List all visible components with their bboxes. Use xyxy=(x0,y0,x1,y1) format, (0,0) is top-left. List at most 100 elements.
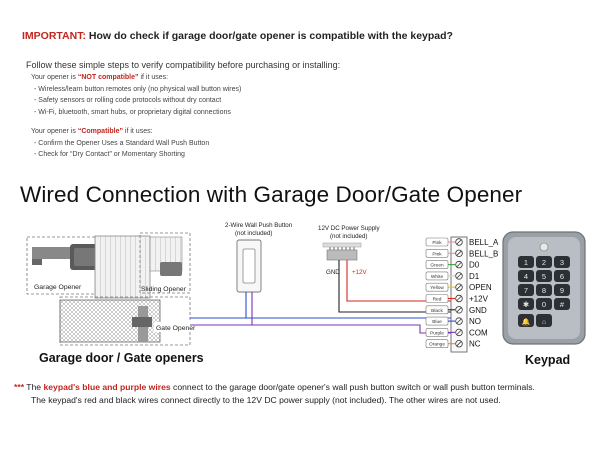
keypad-key[interactable] xyxy=(518,256,534,268)
garage-opener-icon xyxy=(32,244,100,270)
terminal-label: GND xyxy=(469,306,487,315)
keypad-key[interactable] xyxy=(554,270,570,282)
keypad-key[interactable] xyxy=(554,284,570,296)
terminal-label: OPEN xyxy=(469,283,492,292)
compatible-heading: Your opener is “Compatible” if it uses: xyxy=(31,128,153,135)
wall-button-label: 2-Wire Wall Push Button xyxy=(225,222,293,229)
compatibility-question: How do check if garage door/gate opener … xyxy=(88,30,453,42)
terminal-strip xyxy=(450,236,468,353)
keypad-key-label: ✱ xyxy=(523,300,529,309)
keypad-key-label: 6 xyxy=(560,272,564,281)
power-supply-icon xyxy=(322,242,362,261)
terminal-label: COM xyxy=(469,328,488,337)
keypad-key[interactable] xyxy=(518,284,534,296)
terminal-label: BELL_A xyxy=(469,238,499,247)
keypad-key-bell[interactable] xyxy=(518,314,534,327)
screw-slot xyxy=(456,284,462,290)
gate-opener-label: Gate Opener xyxy=(156,325,196,332)
garage-opener-label: Garage Opener xyxy=(34,284,82,291)
screw-slot xyxy=(456,330,462,335)
garage-opener-box xyxy=(26,236,138,295)
wall-button-note: (not included) xyxy=(235,230,273,237)
screw-slot xyxy=(456,296,462,301)
wire-red-to-psu xyxy=(346,260,455,302)
plus12-label: +12V xyxy=(352,269,367,276)
compatible-block: Your opener is “Compatible” if it uses: … xyxy=(31,126,209,161)
terminal-label: +12V xyxy=(469,295,489,304)
list-item: - Confirm the Opener Uses a Standard Wal… xyxy=(34,139,210,147)
not-compatible-heading: Your opener is “NOT compatible” if it us… xyxy=(31,74,169,81)
not-compatible-block: Your opener is “NOT compatible” if it us… xyxy=(31,72,241,118)
wire-blue-to-button xyxy=(190,292,247,319)
sliding-opener-label: Sliding Opener xyxy=(141,286,187,293)
wire-purple xyxy=(190,324,455,334)
left-caption: Garage door / Gate openers xyxy=(39,351,204,365)
wire-color-label: Purple xyxy=(430,330,444,336)
wire-color-label: Pink xyxy=(432,251,442,257)
keypad-key-label: 2 xyxy=(542,258,546,267)
important-label: IMPORTANT: xyxy=(22,30,86,42)
wire-color-label: Green xyxy=(430,263,444,269)
keypad-key[interactable] xyxy=(554,298,570,310)
footer-note: *** The keypad's blue and purple wires c… xyxy=(14,381,535,407)
terminal-label: BELL_B xyxy=(469,249,498,258)
terminal-label: NC xyxy=(469,340,481,349)
keypad-key[interactable] xyxy=(518,270,534,282)
keypad-key[interactable] xyxy=(518,298,534,310)
lock-icon: ⌂ xyxy=(542,319,546,326)
wall-push-button-icon xyxy=(236,239,262,293)
terminal-label: D1 xyxy=(469,272,480,281)
keypad-key[interactable] xyxy=(536,256,552,268)
list-item: - Wi-Fi, bluetooth, smart hubs, or propr… xyxy=(34,108,231,116)
footer-line-2: The keypad's red and black wires connect… xyxy=(31,395,501,405)
wire-purple-to-button xyxy=(190,292,253,326)
keypad-key[interactable] xyxy=(536,298,552,310)
important-heading: IMPORTANT: How do check if garage door/g… xyxy=(22,30,453,42)
power-supply-note: (not included) xyxy=(330,233,368,240)
wire-color-label: White xyxy=(431,274,444,280)
footer-stars: *** xyxy=(14,382,25,392)
screw-slot xyxy=(456,251,462,256)
footer-highlight: keypad's blue and purple wires xyxy=(43,382,171,392)
power-supply-label: 12V DC Power Supply xyxy=(318,225,380,232)
keypad-key-label: 5 xyxy=(542,272,546,281)
keypad-key-label: 3 xyxy=(560,258,564,267)
list-item: - Safety sensors or rolling code protoco… xyxy=(34,97,222,104)
screw-slot xyxy=(456,239,462,245)
keypad-caption: Keypad xyxy=(525,353,570,367)
wire-color-label: Pink xyxy=(432,240,442,246)
keypad-key-label: 4 xyxy=(524,272,528,281)
screw-slot xyxy=(456,262,462,267)
screw-slot xyxy=(456,307,462,313)
not-compatible-highlight: “NOT compatible” xyxy=(77,74,139,81)
bell-icon: 🔔 xyxy=(522,317,531,326)
keypad-key[interactable] xyxy=(554,256,570,268)
diagram-title: Wired Connection with Garage Door/Gate O… xyxy=(20,182,523,207)
wire-color-label: Red xyxy=(433,297,442,303)
keypad-key[interactable] xyxy=(536,284,552,296)
wire-black-to-psu xyxy=(338,260,455,313)
wire-color-label: Orange xyxy=(429,342,445,348)
sliding-gate-icon xyxy=(149,236,183,276)
footer-line-1: *** The keypad's blue and purple wires c… xyxy=(14,382,535,392)
terminal-label: D0 xyxy=(469,261,480,270)
terminal-label: NO xyxy=(469,317,481,326)
compatible-highlight: “Compatible” xyxy=(77,128,123,135)
gate-opener-icon xyxy=(59,299,161,343)
keypad-key[interactable] xyxy=(536,270,552,282)
list-item: - Wireless/learn button remotes only (no… xyxy=(34,85,242,93)
gnd-label: GND xyxy=(326,269,340,276)
keypad-key-lock[interactable] xyxy=(536,314,552,327)
keypad-key-label: # xyxy=(560,300,565,309)
wire-color-label: Black xyxy=(431,308,443,314)
screw-slot xyxy=(456,318,462,324)
intro-text: Follow these simple steps to verify comp… xyxy=(26,60,341,70)
keypad-key-label: 8 xyxy=(542,286,546,295)
screw-slot xyxy=(456,273,462,279)
keypad-led xyxy=(539,242,549,252)
keypad-key-label: 0 xyxy=(542,300,546,309)
sliding-opener-box xyxy=(139,232,191,294)
